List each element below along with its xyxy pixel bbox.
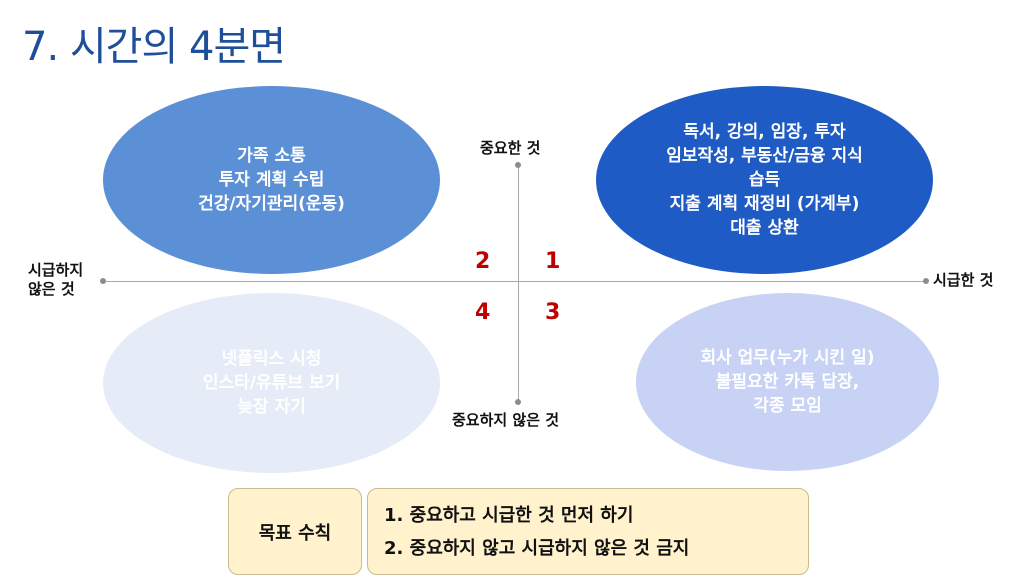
quadrant-3-line: 회사 업무(누가 시킨 일): [700, 348, 875, 368]
quadrant-2-line: 가족 소통: [237, 146, 306, 166]
axis-label-not-urgent-line: 시급하지: [28, 261, 84, 279]
quadrant-3-line: 불필요한 카톡 답장,: [715, 372, 860, 392]
quadrant-4-line: 인스타/유튜브 보기: [202, 373, 341, 393]
axis-label-not-urgent-line: 않은 것: [28, 280, 75, 298]
quadrant-2-line: 투자 계획 수립: [218, 170, 325, 190]
quadrant-number-3: 3: [545, 300, 561, 325]
axis-top-end-dot: [515, 162, 521, 168]
axis-label-not-important: 중요하지 않은 것: [452, 411, 560, 429]
quadrant-4-line: 넷플릭스 시청: [221, 349, 322, 369]
axis-label-important: 중요한 것: [480, 139, 541, 157]
goal-rules-box: 1. 중요하고 시급한 것 먼저 하기 2. 중요하지 않고 시급하지 않은 것…: [367, 488, 809, 575]
quadrant-number-1: 1: [545, 249, 561, 274]
vertical-axis: [518, 165, 519, 402]
quadrant-1-line: 지출 계획 재정비 (가계부): [669, 194, 860, 214]
goal-rule-1: 1. 중요하고 시급한 것 먼저 하기: [384, 505, 634, 526]
quadrant-1-line: 임보작성, 부동산/금융 지식: [666, 146, 863, 166]
quadrant-number-4: 4: [475, 300, 491, 325]
quadrant-1-line: 대출 상환: [730, 218, 799, 238]
quadrant-4-ellipse: 넷플릭스 시청 인스타/유튜브 보기 늦잠 자기: [103, 293, 440, 473]
quadrant-2-ellipse: 가족 소통 투자 계획 수립 건강/자기관리(운동): [103, 86, 440, 274]
quadrant-4-line: 늦잠 자기: [237, 397, 306, 417]
page-title: 7. 시간의 4분면: [22, 24, 286, 70]
goal-label-box: 목표 수칙: [228, 488, 362, 575]
quadrant-2-line: 건강/자기관리(운동): [198, 194, 345, 214]
quadrant-3-ellipse: 회사 업무(누가 시킨 일) 불필요한 카톡 답장, 각종 모임: [636, 293, 939, 471]
goal-rule-2: 2. 중요하지 않고 시급하지 않은 것 금지: [384, 538, 690, 559]
axis-label-urgent: 시급한 것: [933, 271, 994, 289]
horizontal-axis: [103, 281, 926, 282]
axis-left-end-dot: [100, 278, 106, 284]
axis-label-not-urgent: 시급하지 않은 것: [28, 261, 83, 299]
quadrant-number-2: 2: [475, 249, 491, 274]
axis-bottom-end-dot: [515, 399, 521, 405]
quadrant-1-line: 습득: [748, 170, 781, 190]
axis-right-end-dot: [923, 278, 929, 284]
quadrant-1-ellipse: 독서, 강의, 임장, 투자 임보작성, 부동산/금융 지식 습득 지출 계획 …: [596, 86, 933, 274]
quadrant-1-line: 독서, 강의, 임장, 투자: [683, 122, 846, 142]
quadrant-3-line: 각종 모임: [753, 396, 822, 416]
goal-label: 목표 수칙: [258, 522, 332, 544]
